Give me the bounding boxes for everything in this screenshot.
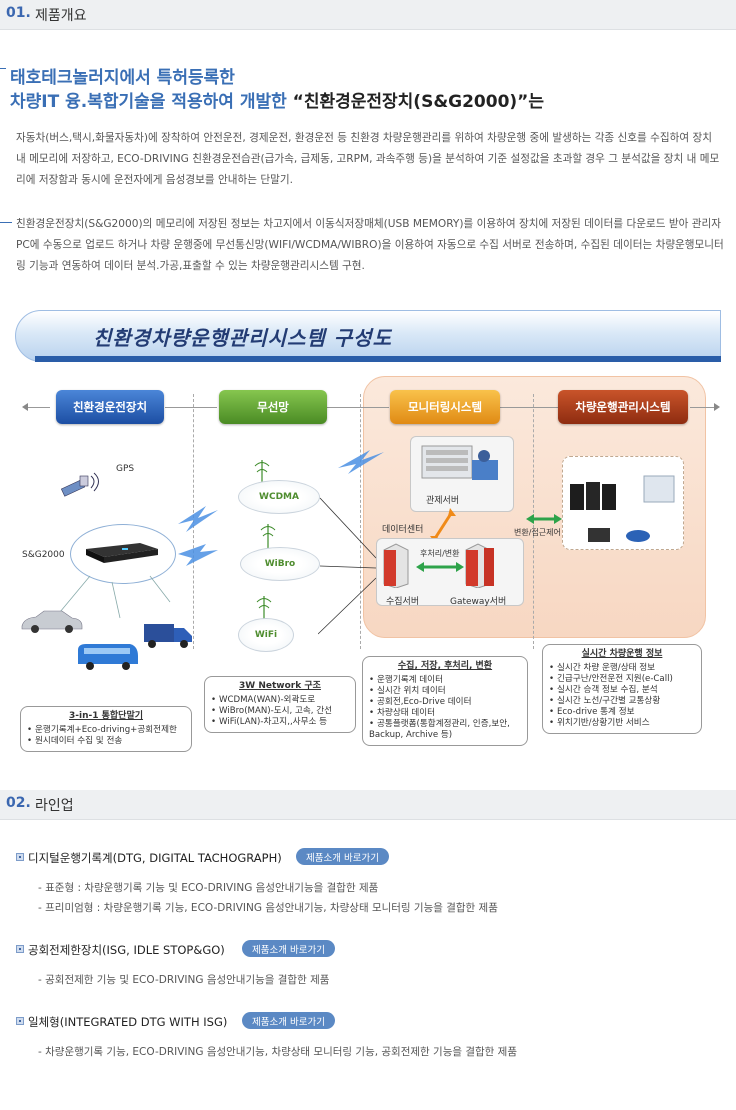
lineup-desc: - 표준형 : 차량운행기록 기능 및 ECO-DRIVING 음성안내기능을 … (38, 882, 379, 894)
header-monitoring: 모니터링시스템 (390, 390, 500, 424)
section-title: 제품개요 (35, 8, 87, 24)
network-wibro: WiBro (240, 547, 320, 581)
info-network-item: WCDMA(WAN)-외곽도로 (211, 695, 349, 706)
lineup-desc: - 차량운행기록 기능, ECO-DRIVING 음성안내기능, 차량상태 모니… (38, 1046, 517, 1058)
info-collect-item: 공통플랫폼(통합계정관리, 인증,보안, (369, 719, 521, 730)
info-collect-item: 운행기록계 데이터 (369, 675, 521, 686)
collect-server-label: 수집서버 (386, 597, 420, 607)
sg2000-device-icon (86, 543, 158, 563)
section-header-overview: 01. 제품개요 (0, 0, 736, 30)
overview-paragraph-2: 친환경운전장치(S&G2000)의 메모리에 저장된 정보는 차고지에서 이동식… (16, 218, 724, 272)
info-network-item: WiFi(LAN)-차고지,,사무소 등 (211, 717, 349, 728)
headline: 태호테크놀러지에서 특허등록한 차량IT 융.복합기술을 적용하여 개발한 “친… (10, 66, 544, 114)
network-wifi: WiFi (238, 618, 294, 652)
product-intro-button[interactable]: 제품소개 바로가기 (242, 940, 335, 957)
header-eco-device: 친환경운전장치 (56, 390, 164, 424)
info-realtime-item: 실시간 노선/구간별 교통상황 (549, 696, 695, 707)
info-network-title: 3W Network 구조 (239, 681, 321, 691)
info-realtime-item: 실시간 승객 정보 수집, 분석 (549, 685, 695, 696)
product-intro-button[interactable]: 제품소개 바로가기 (242, 1012, 335, 1029)
lineup-title: 디지털운행기록계(DTG, DIGITAL TACHOGRAPH) (28, 851, 282, 865)
device-label: S&G2000 (22, 550, 65, 560)
car-icon (21, 610, 83, 633)
banner-title: 친환경차량운행관리시스템 구성도 (93, 326, 392, 350)
truck-icon (144, 624, 192, 648)
bullet-square-icon (16, 1017, 24, 1025)
bullet-square-icon (16, 945, 24, 953)
product-intro-button[interactable]: 제품소개 바로가기 (296, 848, 389, 865)
bus-icon (78, 644, 138, 670)
system-diagram-banner: 친환경차량운행관리시스템 구성도 (15, 310, 721, 362)
device-ring (70, 524, 176, 584)
info-device-item: 원시데이터 수집 및 전송 (27, 736, 185, 747)
fleet-system-box (562, 456, 684, 550)
lineup-desc: - 프리미엄형 : 차량운행기록 기능, ECO-DRIVING 음성안내기능,… (38, 902, 498, 914)
section-header-lineup: 02. 라인업 (0, 790, 736, 820)
info-collect-item: 공회전,Eco-Drive 데이터 (369, 697, 521, 708)
headline-line-1: 태호테크놀러지에서 특허등록한 (10, 68, 235, 88)
info-collect-item: 실시간 위치 데이터 (369, 686, 521, 697)
info-collect-box: 수집, 저장, 후처리, 변환 운행기록계 데이터 실시간 위치 데이터 공회전… (362, 656, 528, 746)
system-diagram: 친환경운전장치 무선망 모니터링시스템 차량운행관리시스템 GPS S&G200… (0, 372, 736, 767)
section-title: 라인업 (35, 798, 74, 814)
info-realtime-box: 실시간 차량운행 정보 실시간 차량 운행/상태 정보 긴급구난/안전운전 지원… (542, 644, 702, 734)
fleet-servers-icon (570, 475, 675, 542)
lineup-item-integrated: 일체형(INTEGRATED DTG WITH ISG) 제품소개 바로가기 -… (16, 1012, 716, 1064)
data-center-label: 데이터센터 (382, 525, 424, 535)
control-server-label: 관제서버 (426, 496, 460, 506)
info-realtime-title: 실시간 차량운행 정보 (581, 649, 663, 659)
convert-control-label: 변환/접근제어 (514, 528, 561, 537)
collect-server-icon (383, 543, 409, 588)
info-realtime-item: 긴급구난/안전운전 지원(e-Call) (549, 674, 695, 685)
info-device-title: 3-in-1 통합단말기 (68, 711, 144, 721)
lineup-desc: - 공회전제한 기능 및 ECO-DRIVING 음성안내기능을 결합한 제품 (38, 974, 330, 986)
gps-satellite-icon (60, 472, 99, 497)
gateway-server-label: Gateway서버 (450, 597, 507, 607)
info-realtime-item: 위치기반/상황기반 서비스 (549, 718, 695, 729)
network-wcdma: WCDMA (238, 480, 320, 514)
paragraph-marker (0, 222, 12, 223)
bullet-square-icon (16, 853, 24, 861)
lineup-item-isg: 공회전제한장치(ISG, IDLE STOP&GO) 제품소개 바로가기 - 공… (16, 940, 716, 992)
overview-paragraph-1: 자동차(버스,택시,화물자동차)에 장착하여 안전운전, 경제운전, 환경운전 … (16, 132, 720, 186)
signal-bolt-icon (338, 450, 384, 474)
gateway-server-icon (465, 543, 494, 588)
headline-line-2: 차량IT 융.복합기술을 적용하여 개발한 “친환경운전장치(S&G2000)”… (10, 92, 544, 112)
info-collect-item: 차량상태 데이터 (369, 708, 521, 719)
info-collect-title: 수집, 저장, 후처리, 변환 (397, 661, 493, 671)
section-number: 01. (6, 5, 31, 21)
lineup-title: 일체형(INTEGRATED DTG WITH ISG) (28, 1015, 228, 1029)
info-realtime-item: 실시간 차량 운행/상태 정보 (549, 663, 695, 674)
info-device-item: 운행기록계+Eco-driving+공회전제한 (27, 725, 185, 736)
gps-label: GPS (116, 464, 135, 474)
info-device-box: 3-in-1 통합단말기 운행기록계+Eco-driving+공회전제한 원시데… (20, 706, 192, 752)
info-network-box: 3W Network 구조 WCDMA(WAN)-외곽도로 WiBro(MAN)… (204, 676, 356, 733)
lineup-item-dtg: 디지털운행기록계(DTG, DIGITAL TACHOGRAPH) 제품소개 바… (16, 848, 716, 920)
info-network-item: WiBro(MAN)-도시, 고속, 간선 (211, 706, 349, 717)
info-realtime-item: Eco-drive 통계 정보 (549, 707, 695, 718)
section-number: 02. (6, 795, 31, 811)
preprocess-label: 후처리/변환 (420, 549, 460, 558)
lineup-title: 공회전제한장치(ISG, IDLE STOP&GO) (28, 943, 225, 957)
info-collect-item-continued: Backup, Archive 등) (369, 730, 453, 740)
header-fleet-management: 차량운행관리시스템 (558, 390, 688, 424)
headline-marker (0, 68, 6, 69)
header-wireless: 무선망 (219, 390, 327, 424)
signal-bolt-icons (178, 506, 218, 566)
control-server-icon (421, 445, 498, 480)
